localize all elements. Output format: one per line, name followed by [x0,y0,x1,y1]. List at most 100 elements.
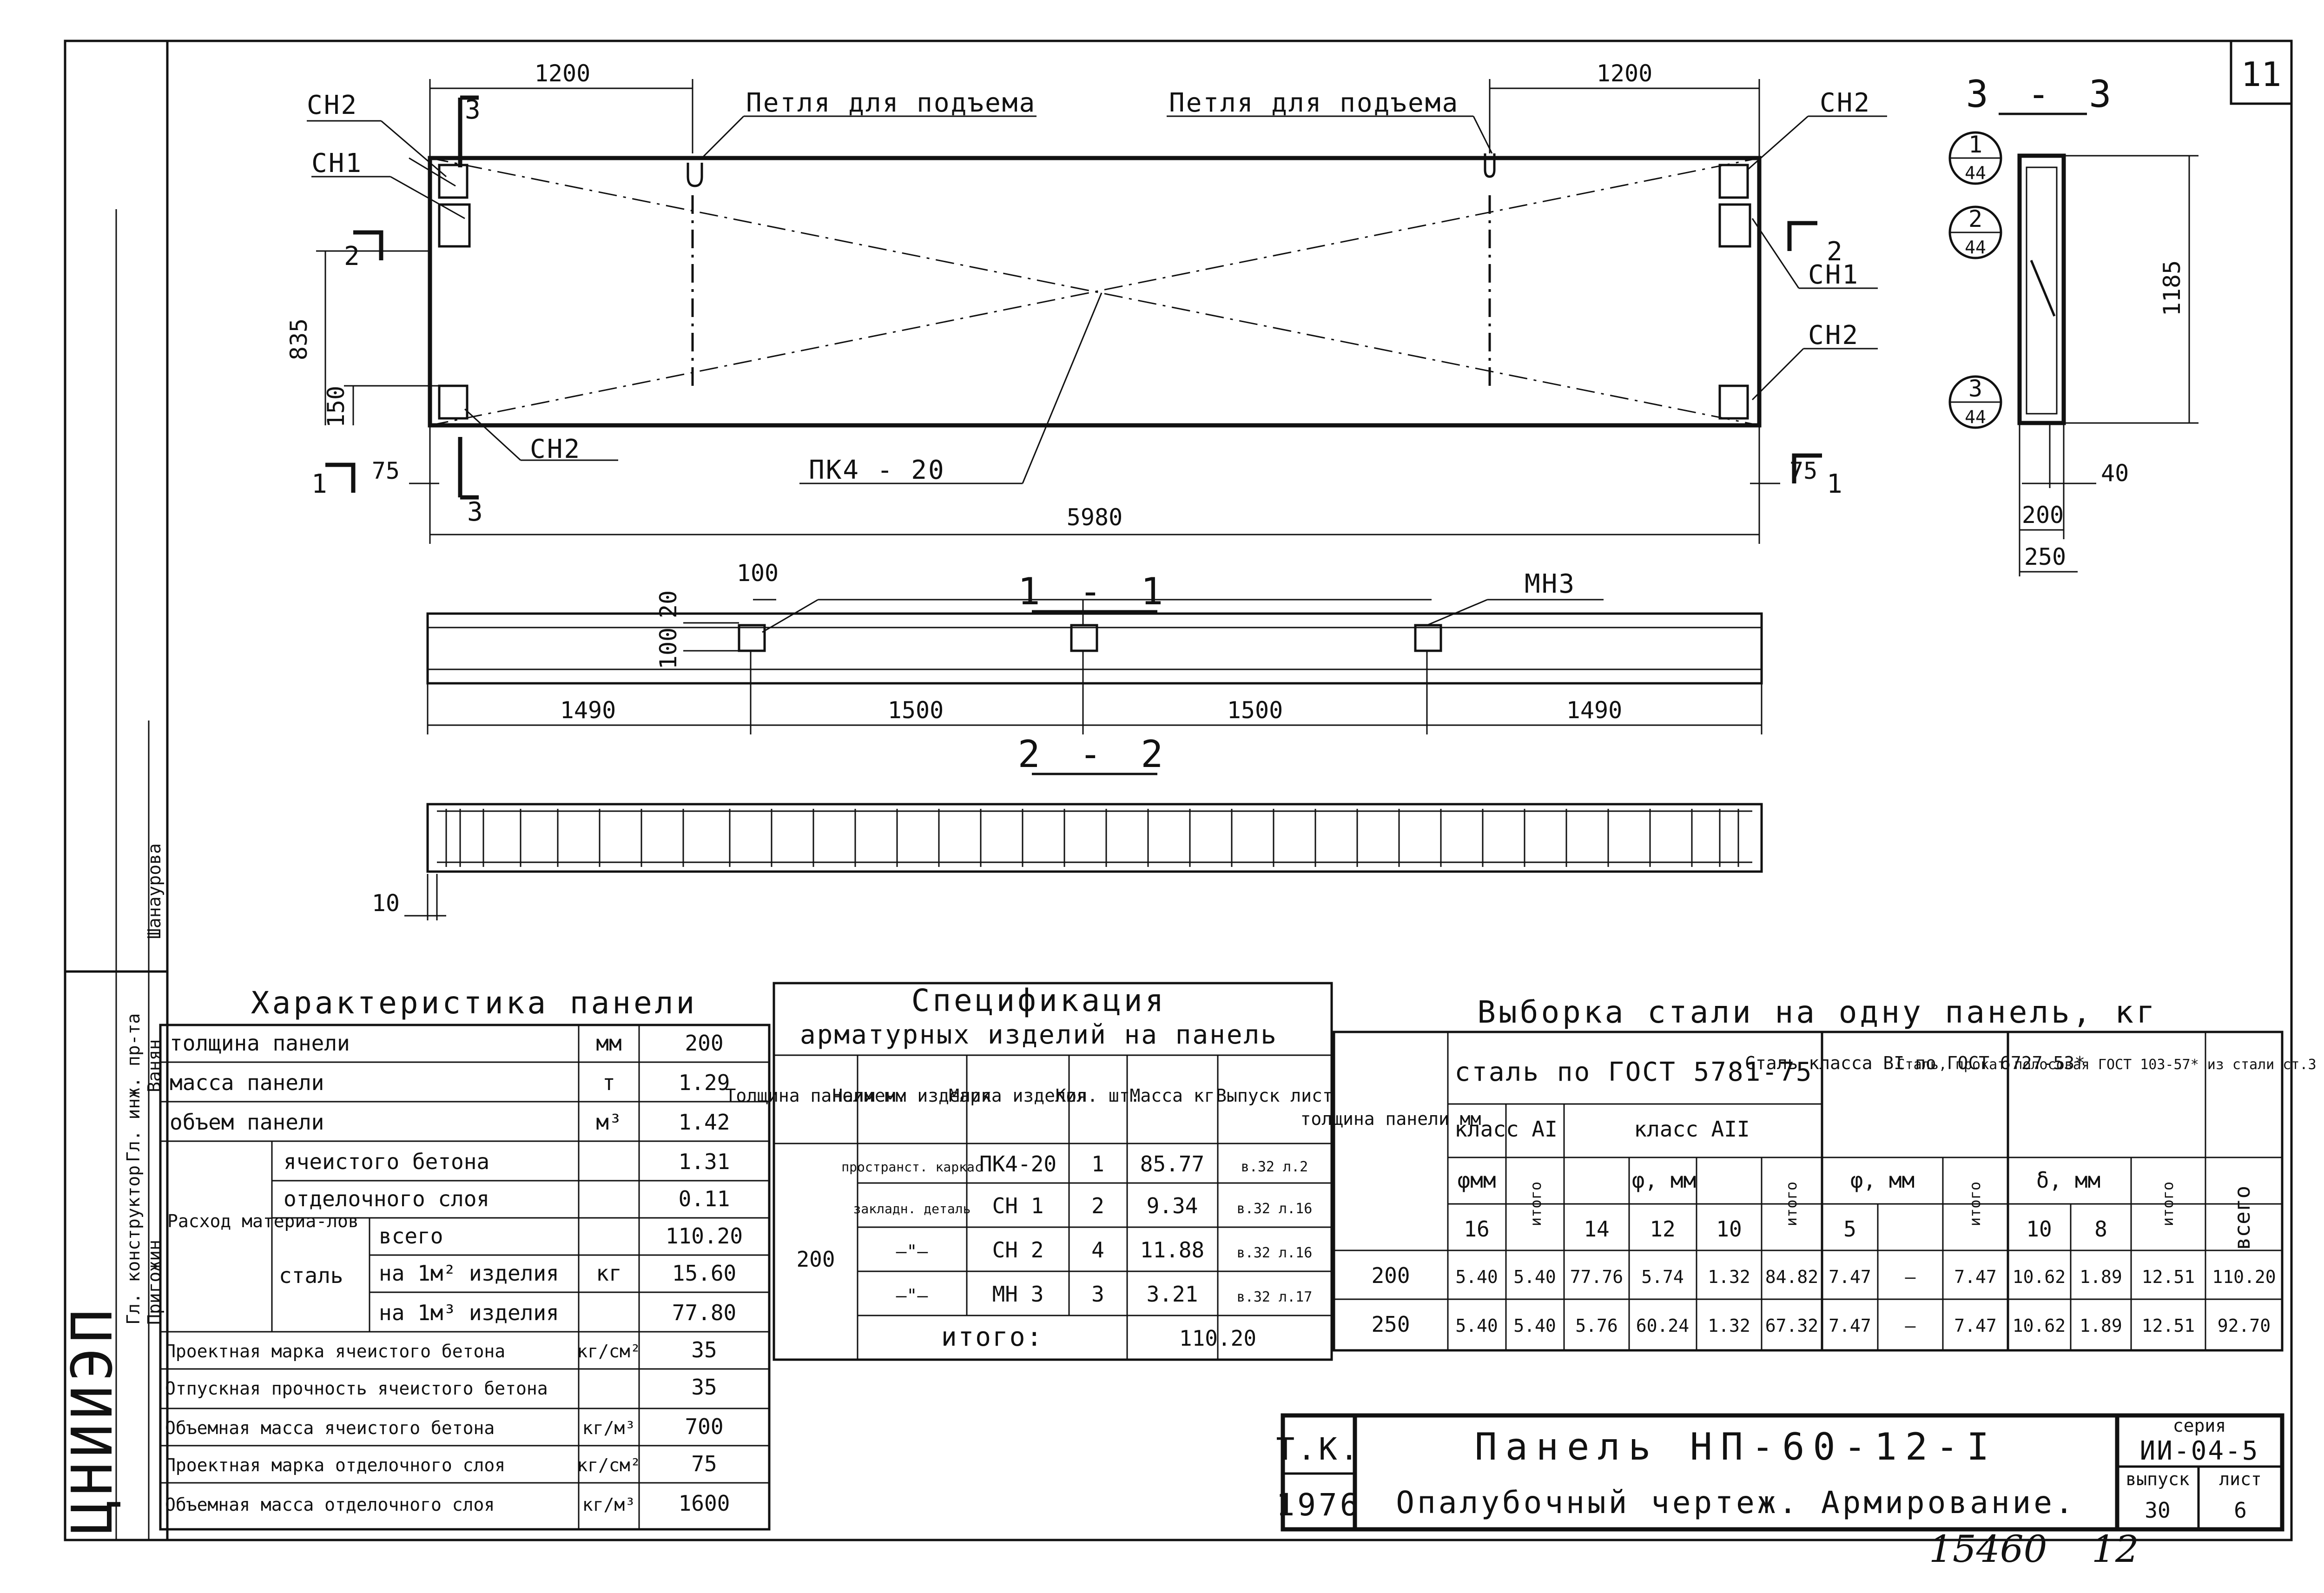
steel-r0-t: 200 [1371,1263,1410,1288]
mn3-c [1414,624,1442,652]
char-row-12-unit: кг/м³ [582,1494,635,1515]
char-row-1-unit: т [602,1070,615,1095]
steel-h-phi-aii: φ, мм [1632,1168,1696,1193]
tb-year: 1976 [1276,1487,1361,1523]
spec-r2-sheet: в.32 л.16 [1237,1245,1313,1261]
char-row-2-unit: м³ [596,1110,621,1135]
mark-s1-right: 1 [1827,469,1844,499]
char-row-7-value: 77.80 [672,1300,736,1325]
tb-tk: Т.К. [1276,1431,1361,1467]
dim-1490-b: 1490 [1566,697,1622,724]
spec-h5: Выпуск лист [1216,1085,1333,1106]
spec-total-label: итого: [941,1322,1043,1352]
char-row-1-value: 1.29 [679,1070,730,1095]
spec-h0: Толщина панели мм [726,1085,906,1106]
steel-r0-c11: 12.51 [2142,1267,2195,1287]
steel-r1-c6: 7.47 [1829,1315,1871,1336]
char-row-5-label: всего [379,1223,443,1249]
spec-r2-name: —"— [896,1241,928,1262]
spec-r1-name: закладн. деталь [853,1201,971,1216]
steel-r0-c10: 1.89 [2080,1267,2122,1287]
char-row-12-value: 1600 [679,1491,730,1516]
spec-r3-sheet: в.32 л.17 [1237,1289,1313,1305]
spec-r2-mass: 11.88 [1140,1237,1204,1263]
label-mn3: МН3 [1525,569,1576,599]
char-row-10-value: 700 [685,1414,723,1439]
dim-1200-left: 1200 [535,60,590,87]
label-pk: ПК4 - 20 [809,455,945,485]
steel-h-thickness: толщина панели мм [1301,1109,1481,1129]
dim-1490-a: 1490 [560,697,616,724]
plate-ch2-tl [438,164,469,199]
spec-title-2: арматурных изделий на панель [800,1020,1278,1050]
spec-h1: Наимен. изделия [832,1085,991,1106]
steel-r1-t: 250 [1371,1312,1410,1337]
plate-ch2-bl [438,384,469,420]
steel-r0-c5: 84.82 [1765,1267,1818,1287]
callout-1: 1 44 [1948,131,2002,185]
footer-number: 15460 [1929,1527,2047,1571]
spec-r3-name: —"— [896,1285,928,1306]
plan-view: 3 3 2 2 1 1 Петля для подъема Петля для … [285,60,1887,544]
label-ch2-tl: СН2 [307,90,358,120]
sheet-number: 11 [2241,55,2282,94]
loop-left [687,163,703,187]
section-2-2: 2 - 2 10 [372,733,1763,920]
steel-sub-8: 8 [2094,1216,2107,1242]
spec-r3-mark: МН 3 [992,1282,1044,1307]
char-row-8-label: Проектная марка ячеистого бетона [165,1341,505,1362]
spec-r1-mark: СН 1 [992,1193,1044,1218]
mark-s2-right: 2 [1827,237,1844,267]
char-row-11-unit: кг/см² [577,1455,640,1475]
sheet-frame [64,40,2293,1541]
steel-h-aii: класс АII [1634,1117,1750,1142]
stamp-name-3: Шанаурова [144,843,165,939]
steel-h-phimm: φмм [1457,1168,1496,1193]
spec-r2-mark: СН 2 [992,1237,1044,1263]
loop-right [1484,153,1496,178]
tb-list: 6 [2234,1498,2247,1523]
char-row-8-unit: кг/см² [577,1341,640,1362]
steel-r0-c6: 7.47 [1829,1267,1871,1287]
spec-h2: Марка изделия [949,1085,1087,1106]
stamp-role-2: Гл. инж. пр-та [123,1013,144,1162]
steel-r1-c9: 10.62 [2013,1315,2066,1336]
svg-text:3: 3 [1968,375,1982,402]
title-block: Т.К. 1976 Панель НП-60-12-I Опалубочный … [1276,1413,2284,1532]
sheet-number-box [2230,40,2293,105]
steel-h-itogo-1: итого [1527,1182,1545,1226]
steel-sub-12: 12 [1650,1216,1675,1242]
char-row-8-value: 35 [691,1337,717,1362]
char-group-rashod: Расход материа-лов [167,1211,359,1231]
char-row-2-value: 1.42 [679,1110,730,1135]
tb-vypusk-label: выпуск [2126,1469,2189,1489]
spec-title-1: Спецификация [911,983,1167,1018]
steel-r1-c1: 5.40 [1513,1315,1556,1336]
char-table-title: Характеристика панели [251,985,697,1021]
plate-ch1-l [438,203,471,248]
steel-r0-c1: 5.40 [1513,1267,1556,1287]
footer-page: 12 [2092,1527,2139,1571]
spec-thickness: 200 [796,1247,835,1272]
steel-r1-c7: — [1905,1315,1916,1336]
mark-s2-left: 2 [344,241,361,271]
dim-75-right: 75 [1789,457,1817,484]
steel-r0-c7: — [1905,1267,1916,1287]
spec-h3: Кол. шт. [1055,1085,1140,1106]
steel-h-itogo-4: итого [2159,1182,2177,1226]
char-row-9-value: 35 [691,1375,717,1400]
mn3-b [1070,624,1098,652]
plate-ch1-r [1718,203,1751,248]
char-group-stal: сталь [279,1263,343,1288]
steel-sub-10b: 10 [2026,1216,2052,1242]
mark-s3-top: 3 [465,95,482,125]
steel-r1-c10: 1.89 [2080,1315,2122,1336]
side-stamp: ЦНИИЭП Гл. конструктор Гл. инж. пр-та Пр… [60,209,167,1540]
spec-h4: Масса кг [1129,1085,1215,1106]
steel-r0-c8: 7.47 [1954,1267,1997,1287]
steel-r0-c4: 1.32 [1708,1267,1750,1287]
tb-seria-label: серия [2173,1415,2226,1436]
steel-r1-c4: 1.32 [1708,1315,1750,1336]
section-2-2-stirrups [445,809,1739,867]
dim-1200-right: 1200 [1597,60,1652,87]
